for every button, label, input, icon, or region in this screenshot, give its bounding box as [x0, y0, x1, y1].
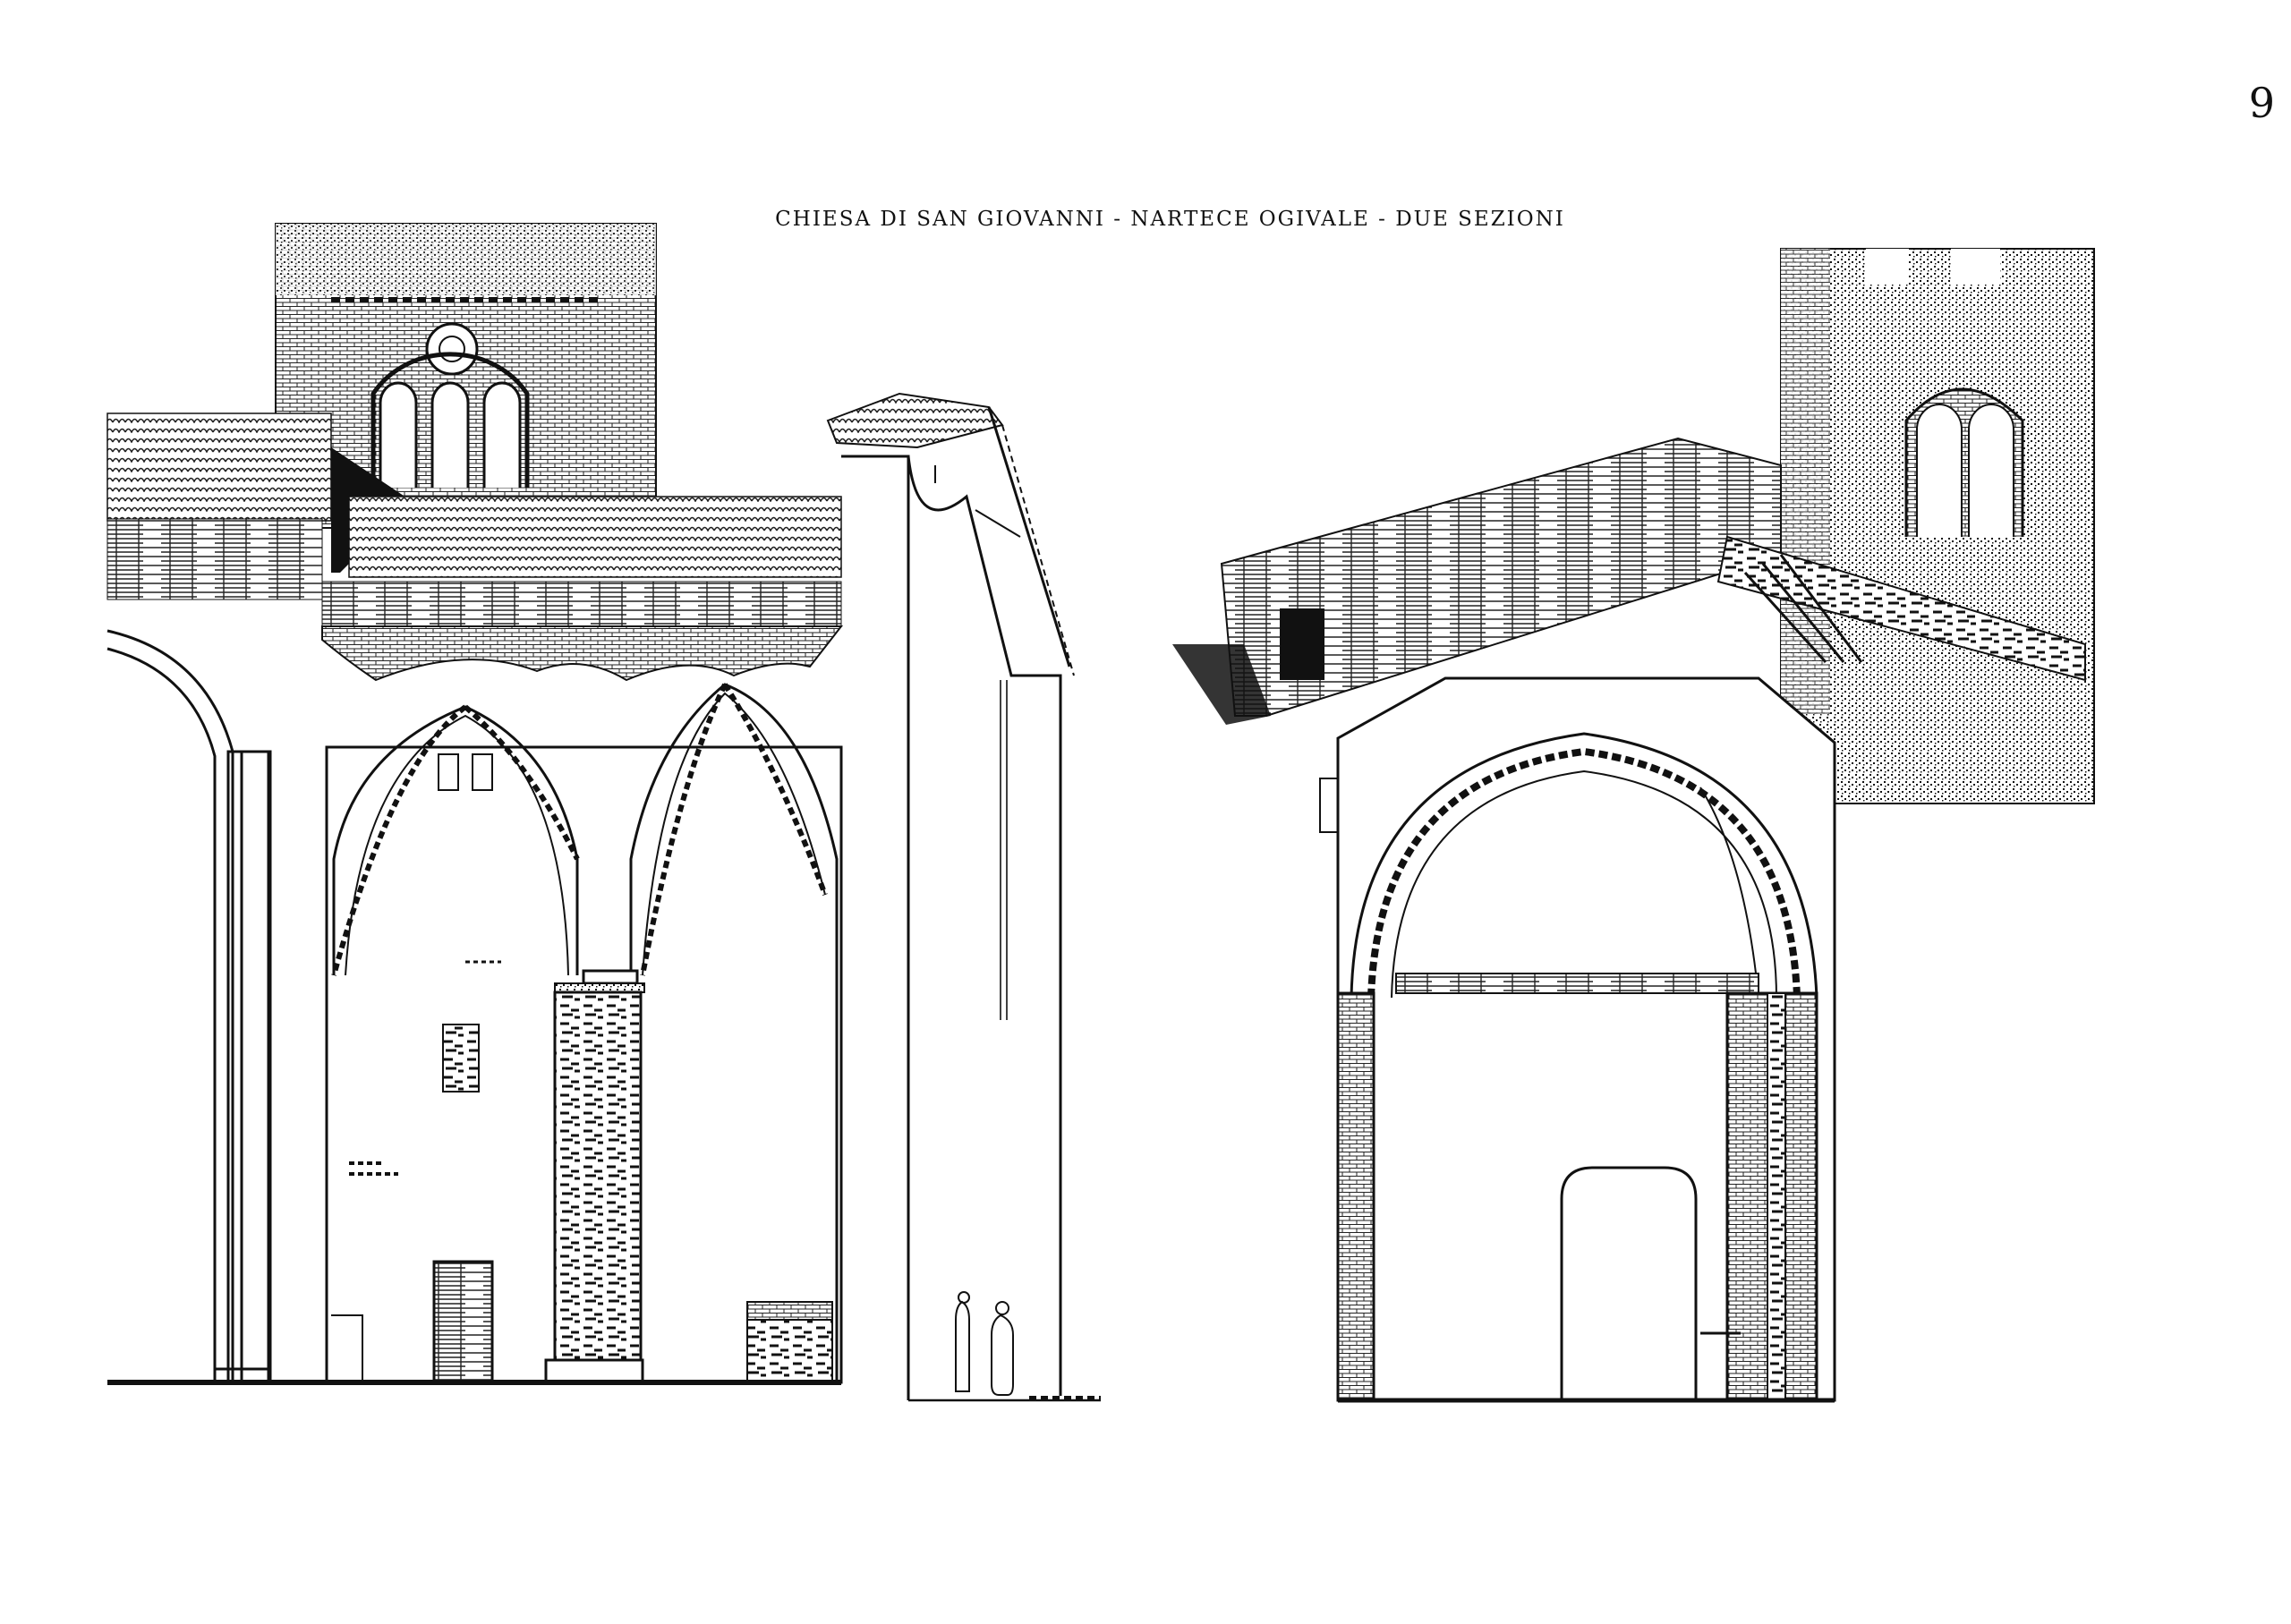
- page-number: 9: [2248, 79, 2275, 127]
- right-bell-tower: [1780, 248, 2095, 804]
- drawing-title-text: CHIESA DI SAN GIOVANNI - NARTECE OGIVALE…: [775, 208, 1565, 231]
- middle-section: [826, 392, 1101, 1402]
- human-figures: [955, 1291, 1014, 1396]
- right-section: [1172, 248, 2095, 1403]
- left-roofs: [106, 412, 842, 627]
- left-bell-tower: [275, 223, 657, 529]
- right-arch-bay: [1319, 676, 1836, 1403]
- left-vault: [325, 683, 843, 1384]
- left-pier: [106, 629, 272, 1384]
- section-cut-masonry: [321, 625, 844, 682]
- left-wall-details: [331, 960, 833, 1384]
- right-roof: [1172, 437, 2086, 725]
- left-section: [106, 223, 844, 1385]
- drawing-title: CHIESA DI SAN GIOVANNI - NARTECE OGIVALE…: [0, 208, 2291, 231]
- left-column: [544, 969, 645, 1384]
